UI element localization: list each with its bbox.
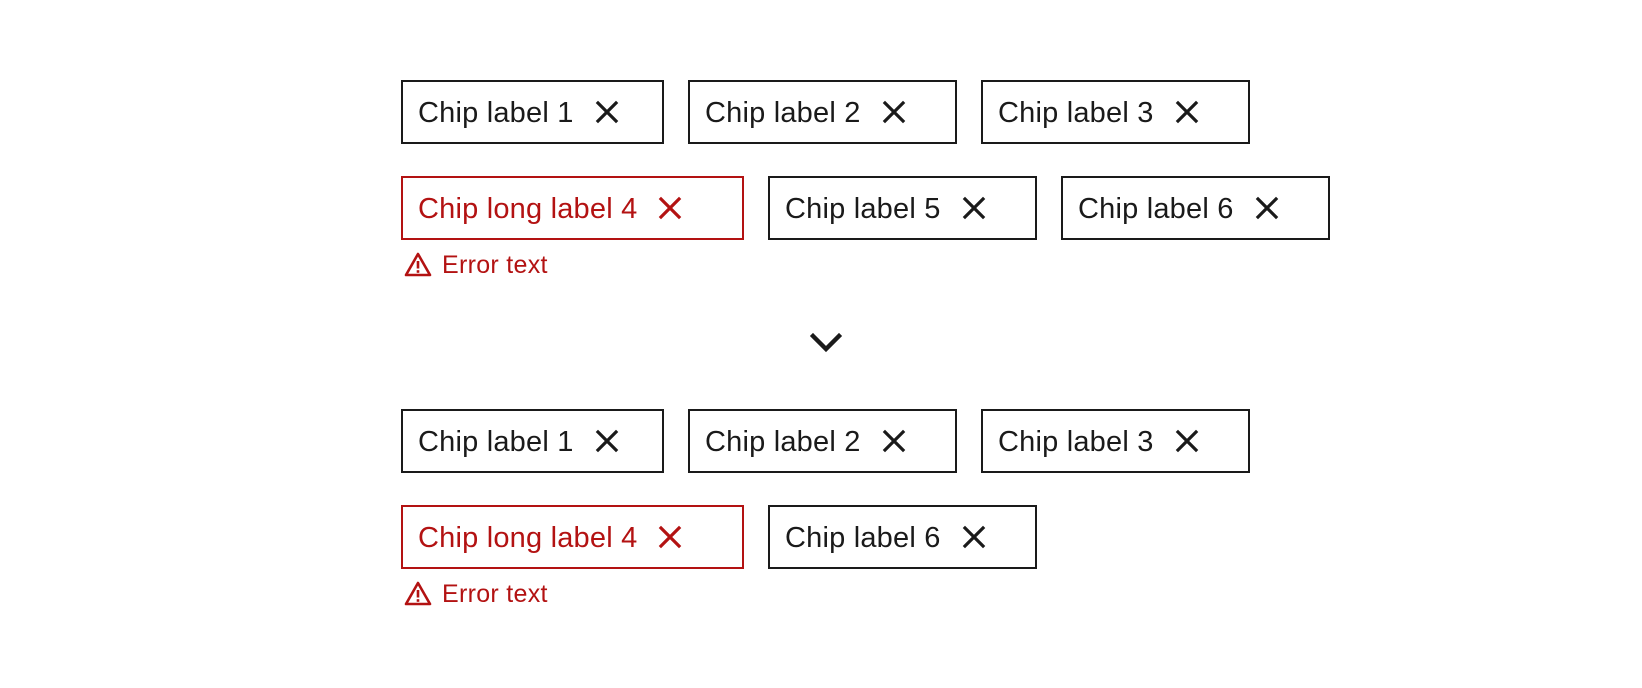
chip-cell: Chip label 2 <box>688 409 957 473</box>
close-icon[interactable] <box>959 193 989 223</box>
chip-label: Chip label 3 <box>998 96 1154 129</box>
chip-row-1: Chip label 1 Chip label 2 Chip label 3 <box>401 409 1250 473</box>
chip-error[interactable]: Chip long label 4 <box>401 505 744 569</box>
close-icon[interactable] <box>879 426 909 456</box>
chip-label: Chip label 6 <box>1078 192 1234 225</box>
close-icon[interactable] <box>1252 193 1282 223</box>
chip-cell: Chip label 1 <box>401 80 664 144</box>
chip-cell: Chip label 6 <box>768 505 1037 609</box>
chip-cell: Chip long label 4 Error text <box>401 176 744 280</box>
chip-cell: Chip label 3 <box>981 80 1250 144</box>
warning-triangle-icon <box>404 580 432 608</box>
close-icon[interactable] <box>655 522 685 552</box>
chip-row-2: Chip long label 4 Error text Chip label … <box>401 505 1250 609</box>
error-message: Error text <box>401 250 744 280</box>
warning-triangle-icon <box>404 251 432 279</box>
chip[interactable]: Chip label 2 <box>688 409 957 473</box>
error-text: Error text <box>442 579 548 608</box>
chip-cell: Chip label 1 <box>401 409 664 473</box>
chip-error[interactable]: Chip long label 4 <box>401 176 744 240</box>
close-icon[interactable] <box>655 193 685 223</box>
chip-label: Chip long label 4 <box>418 521 638 554</box>
chip-label: Chip long label 4 <box>418 192 638 225</box>
chip-label: Chip label 2 <box>705 96 861 129</box>
close-icon[interactable] <box>1172 426 1202 456</box>
chip-label: Chip label 3 <box>998 425 1154 458</box>
chip[interactable]: Chip label 2 <box>688 80 957 144</box>
close-icon[interactable] <box>592 426 622 456</box>
chip-label: Chip label 1 <box>418 425 574 458</box>
chip-cell: Chip label 2 <box>688 80 957 144</box>
chip-label: Chip label 6 <box>785 521 941 554</box>
chip-label: Chip label 2 <box>705 425 861 458</box>
chip-cell: Chip label 5 <box>768 176 1037 280</box>
chip[interactable]: Chip label 6 <box>1061 176 1330 240</box>
close-icon[interactable] <box>1172 97 1202 127</box>
chip-label: Chip label 1 <box>418 96 574 129</box>
chip[interactable]: Chip label 1 <box>401 80 664 144</box>
chip[interactable]: Chip label 3 <box>981 409 1250 473</box>
error-message: Error text <box>401 579 744 609</box>
close-icon[interactable] <box>879 97 909 127</box>
error-text: Error text <box>442 250 548 279</box>
chevron-down-icon <box>809 331 843 355</box>
close-icon[interactable] <box>959 522 989 552</box>
chip-row-1: Chip label 1 Chip label 2 Chip label 3 <box>401 80 1330 144</box>
chip-row-2: Chip long label 4 Error text Chip label … <box>401 176 1330 280</box>
chip-label: Chip label 5 <box>785 192 941 225</box>
chip[interactable]: Chip label 6 <box>768 505 1037 569</box>
chip[interactable]: Chip label 5 <box>768 176 1037 240</box>
chip-cell: Chip label 6 <box>1061 176 1330 280</box>
chip-group-before: Chip label 1 Chip label 2 Chip label 3 <box>401 80 1330 280</box>
chip-group-after: Chip label 1 Chip label 2 Chip label 3 <box>401 409 1250 609</box>
close-icon[interactable] <box>592 97 622 127</box>
chip[interactable]: Chip label 1 <box>401 409 664 473</box>
chip-cell: Chip long label 4 Error text <box>401 505 744 609</box>
chip[interactable]: Chip label 3 <box>981 80 1250 144</box>
chip-cell: Chip label 3 <box>981 409 1250 473</box>
